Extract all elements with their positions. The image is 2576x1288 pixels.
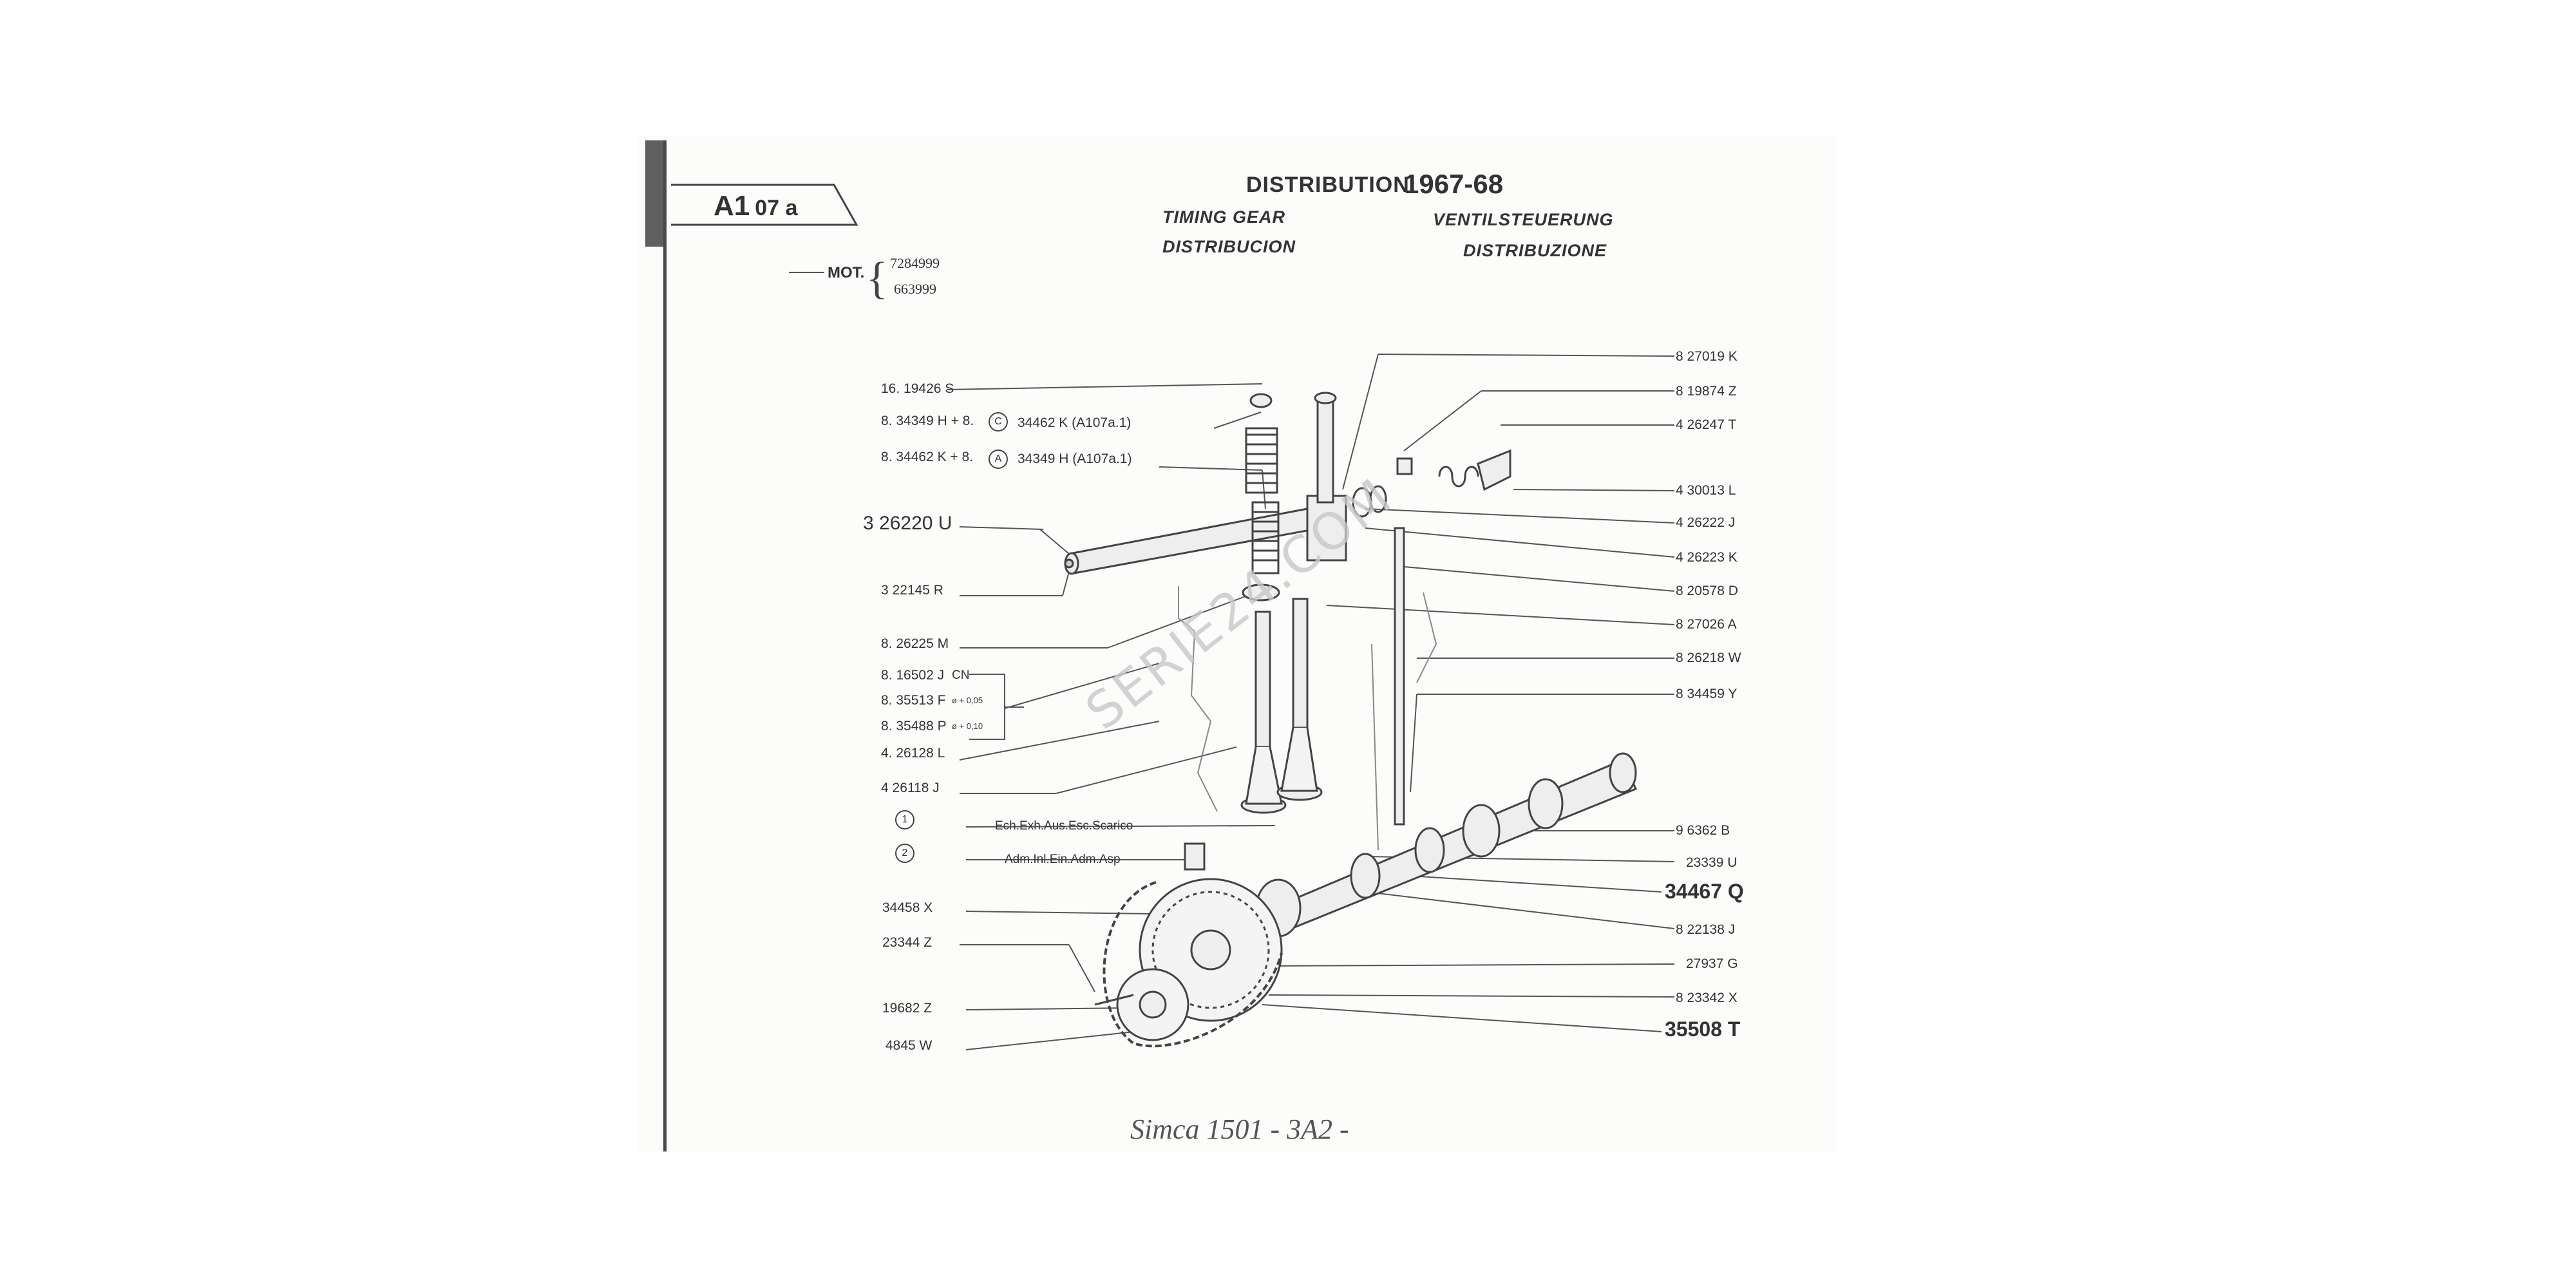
part-label-26118-j: 4 26118 J [881,781,940,795]
mot-number-2: 663999 [894,281,936,297]
page-title: DISTRIBUTION [1246,173,1410,197]
exhaust-note: Ech.Exh.Aus.Esc.Scarico [995,819,1133,833]
part-label-34462-k: 8. 34462 K + 8. [881,450,974,464]
part-label-20578-d: 8 20578 D [1676,583,1738,598]
part-label-23344-z: 23344 Z [882,935,933,950]
part-label-19426-s: 16. 19426 S [881,381,954,396]
ref-34349-h: 34349 H (A107a.1) [1018,451,1132,466]
mot-arrow-icon [789,272,824,273]
part-label-26247-t: 4 26247 T [1676,417,1737,432]
oversize-005: ø + 0,05 [952,696,983,705]
part-label-6362-b: 9 6362 B [1676,823,1730,838]
oversize-cn: CN [952,668,970,682]
title-en: TIMING GEAR [1162,207,1285,227]
part-label-26225-m: 8. 26225 M [881,636,949,651]
part-label-27026-a: 8 27026 A [1676,617,1737,632]
mark-1-icon: 1 [895,810,914,829]
part-label-34349-h: 8. 34349 H + 8. [881,413,974,428]
part-label-35513-f: 8. 35513 F [881,693,946,708]
part-label-34467-q: 34467 Q [1665,880,1744,903]
part-label-22145-r: 3 22145 R [881,583,943,598]
part-label-26128-l: 4. 26128 L [881,746,945,761]
part-label-19682-z: 19682 Z [882,1001,933,1016]
part-label-4845-w: 4845 W [886,1038,933,1053]
part-label-26223-k: 4 26223 K [1676,550,1738,565]
part-label-35488-p: 8. 35488 P [881,719,947,734]
part-label-23339-u: 23339 U [1686,855,1738,870]
mot-label: MOT. [828,264,865,281]
title-es: DISTRIBUCION [1162,237,1296,256]
title-it: DISTRIBUZIONE [1463,241,1607,260]
part-label-26220-u: 3 26220 U [863,513,952,534]
part-label-27937-g: 27937 G [1686,956,1738,971]
mark-a-icon: A [989,450,1008,469]
part-label-35508-t: 35508 T [1665,1018,1741,1041]
part-label-26218-w: 8 26218 W [1676,650,1741,665]
mot-number-1: 7284999 [890,255,940,271]
ref-34462-k: 34462 K (A107a.1) [1018,415,1132,430]
part-label-23342-x: 8 23342 X [1676,990,1738,1005]
page-year: 1967-68 [1404,169,1504,199]
model-signature: Simca 1501 - 3A2 - [1130,1113,1349,1145]
mark-2-icon: 2 [895,844,914,863]
part-label-22138-j: 8 22138 J [1676,922,1736,937]
part-label-16502-j: 8. 16502 J [881,668,945,683]
part-label-26222-j: 4 26222 J [1676,515,1736,530]
mark-c-icon: C [989,412,1008,431]
title-de: VENTILSTEUERUNG [1433,210,1614,229]
part-label-34458-x: 34458 X [882,900,933,915]
section-tab-shape [671,184,858,226]
oversize-010: ø + 0,10 [952,721,983,731]
part-label-34459-y: 8 34459 Y [1676,687,1738,701]
intake-note: Adm.Inl.Ein.Adm.Asp [1005,853,1121,866]
section-code-sub: 07 a [755,196,798,220]
binder-edge [663,140,667,1151]
part-label-27019-k: 8 27019 K [1676,349,1738,364]
part-label-19874-z: 8 19874 Z [1676,384,1737,399]
brace-icon: { [866,254,888,303]
binder-spine [645,140,665,247]
part-label-30013-l: 4 30013 L [1676,483,1736,498]
